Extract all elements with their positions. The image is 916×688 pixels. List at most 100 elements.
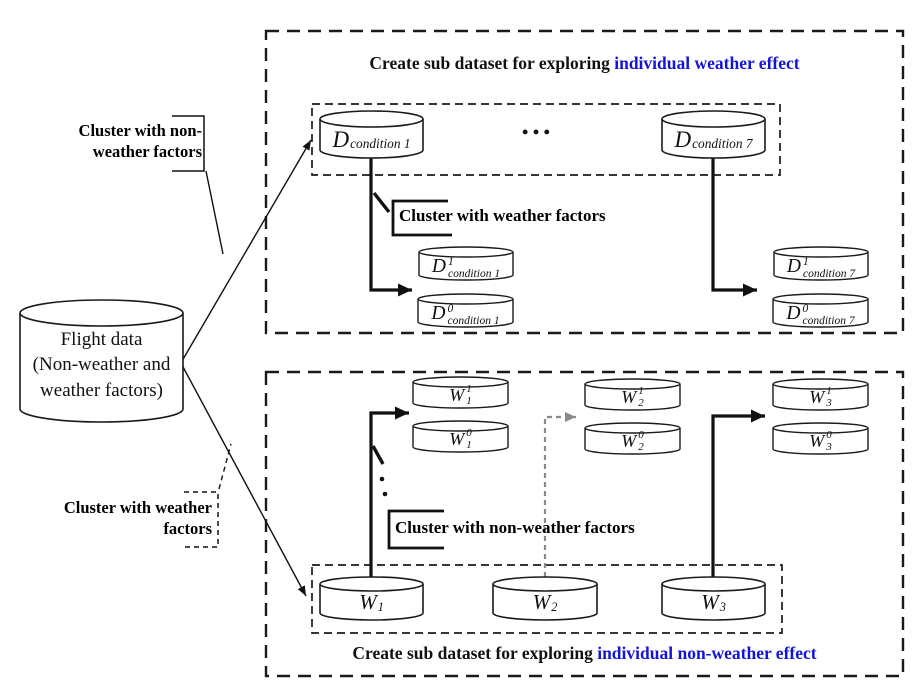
label-sub: 1: [466, 395, 472, 407]
label-sup: 0: [826, 429, 832, 442]
flight-data-cylinder-shape: [19, 299, 184, 423]
arrow-dcondition1-to-subsets: [369, 157, 412, 297]
bottom-panel-title-prefix: Create sub dataset for exploring: [352, 643, 598, 663]
arrow-w1-to-subsets: [369, 406, 409, 577]
vertical-ellipsis-dot: [382, 491, 388, 497]
label-base: W: [621, 431, 637, 451]
top-panel-title: Create sub dataset for exploring individ…: [266, 53, 903, 74]
label-sub: 2: [638, 441, 644, 453]
flight-data-line-1: Flight data: [60, 329, 143, 351]
label-sup: 0: [466, 427, 472, 440]
callout-line-2: weather factors: [92, 142, 202, 161]
w1-0-cylinder-shape: [412, 420, 509, 453]
label-sub: 1: [377, 599, 384, 614]
label-sup: 0: [638, 429, 644, 442]
top-panel-border: [264, 29, 905, 335]
flight-data-line-2: (Non-weather and: [32, 354, 171, 376]
callout-cluster-weather: Cluster with weather factors: [52, 497, 212, 539]
label-base: W: [532, 590, 551, 614]
w1-cylinder-shape: [319, 576, 424, 621]
label-sup: 1: [466, 383, 472, 396]
d0-condition-1-cylinder-shape: [417, 293, 514, 328]
label-sub: 3: [826, 397, 832, 409]
vertical-ellipsis-dot: [379, 476, 385, 482]
bottom-panel-title: Create sub dataset for exploring individ…: [266, 643, 903, 664]
label-base: W: [701, 590, 719, 614]
arrow-w2-to-subsets-gray: [543, 412, 576, 577]
label-sub: condition 7: [692, 136, 753, 152]
label-base: D: [332, 127, 350, 152]
label-sub: condition 1: [448, 268, 501, 280]
label-base: D: [674, 127, 692, 152]
w2-cylinder-shape: [492, 576, 598, 621]
label-sub: 2: [638, 397, 644, 409]
callout-cluster-non-weather: Cluster with non- weather factors: [38, 120, 202, 162]
label-base: W: [809, 387, 825, 407]
bottom-inner-group-border: [311, 564, 783, 634]
label-sub: 3: [826, 441, 832, 453]
label-sub: condition 1: [447, 315, 500, 327]
label-sup: 1: [448, 255, 454, 268]
label-base: W: [359, 590, 377, 614]
w3-0-cylinder-shape: [772, 422, 869, 455]
top-panel-title-prefix: Create sub dataset for exploring: [369, 53, 615, 73]
cluster-weather-label: Cluster with weather factors: [399, 206, 606, 225]
tick-top-cluster-line: [372, 191, 391, 214]
label-sub: condition 7: [803, 268, 856, 280]
w3-1-cylinder-shape: [772, 378, 869, 411]
bottom-panel-title-highlight: individual non-weather effect: [597, 643, 817, 663]
label-sup: 0: [802, 302, 809, 315]
cluster-non-weather-label: Cluster with non-weather factors: [395, 518, 635, 537]
d0-condition-7-cylinder-shape: [772, 293, 869, 328]
d1-condition-1-cylinder-shape: [418, 246, 514, 281]
bracket-cluster-non-weather-label: [387, 509, 444, 550]
d-condition-1-cylinder-shape: [319, 110, 424, 159]
arrow-dcondition7-to-subsets: [711, 157, 757, 297]
arrow-flightdata-to-top-panel: [181, 139, 312, 362]
w1-1-cylinder-shape: [412, 376, 509, 409]
flight-data-line-3: weather factors): [40, 379, 163, 401]
d-condition-7-cylinder-shape: [661, 110, 766, 159]
label-base: W: [621, 387, 637, 407]
w2-1-cylinder-shape: [584, 378, 681, 411]
label-sub: condition 7: [802, 315, 855, 327]
callout-line-1: Cluster with weather: [63, 498, 212, 517]
label-base: D: [431, 303, 446, 325]
label-base: W: [449, 385, 465, 405]
callout-line-1: Cluster with non-: [78, 121, 202, 140]
label-base: W: [449, 429, 465, 449]
flight-data-label: Flight data (Non-weather and weather fac…: [20, 300, 183, 426]
callout-line-weather: [218, 443, 232, 490]
label-sup: 1: [803, 255, 809, 268]
label-sub: 2: [551, 599, 558, 614]
label-sup: 0: [447, 302, 454, 315]
label-base: W: [809, 431, 825, 451]
label-sub: condition 1: [350, 136, 411, 152]
label-base: D: [786, 303, 801, 325]
label-base: D: [431, 256, 446, 278]
arrow-flightdata-to-bottom-panel: [181, 364, 307, 597]
label-sub: 1: [466, 439, 472, 451]
w3-cylinder-shape: [661, 576, 766, 621]
bottom-panel-border: [264, 370, 905, 678]
callout-line-non-weather: [205, 170, 224, 255]
bracket-top-left-callout: [172, 115, 205, 172]
d1-condition-7-cylinder-shape: [773, 246, 869, 281]
horizontal-ellipsis: • • •: [522, 122, 550, 142]
arrow-w3-to-subsets: [711, 409, 765, 577]
